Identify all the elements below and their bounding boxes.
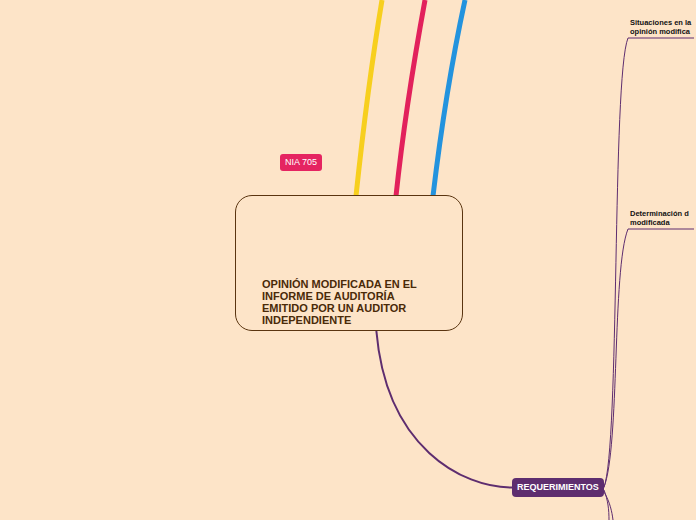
branch-line [604, 492, 613, 520]
node-text: OPINIÓN MODIFICADA EN EL INFORME DE AUDI… [262, 278, 438, 326]
branch-line [604, 490, 609, 520]
central-topic: OPINIÓN MODIFICADA EN EL INFORME DE AUDI… [235, 195, 463, 331]
node-text: Situaciones en la opinión modifica [630, 18, 694, 36]
red-branch [396, 0, 425, 196]
yellow-branch [356, 0, 382, 196]
connector [604, 38, 694, 488]
node-text: NIA 705 [285, 157, 317, 168]
connector [604, 229, 694, 488]
subtopic-text: Determinación d modificada [628, 209, 694, 229]
blue-branch [433, 0, 465, 196]
node-text: REQUERIMIENTOS [517, 482, 599, 493]
tag-box: NIA 705 [280, 154, 322, 171]
connector [376, 331, 512, 488]
node-text: Determinación d modificada [630, 209, 694, 227]
topic-box: REQUERIMIENTOS [512, 478, 604, 497]
subtopic-text: Situaciones en la opinión modifica [628, 18, 694, 38]
